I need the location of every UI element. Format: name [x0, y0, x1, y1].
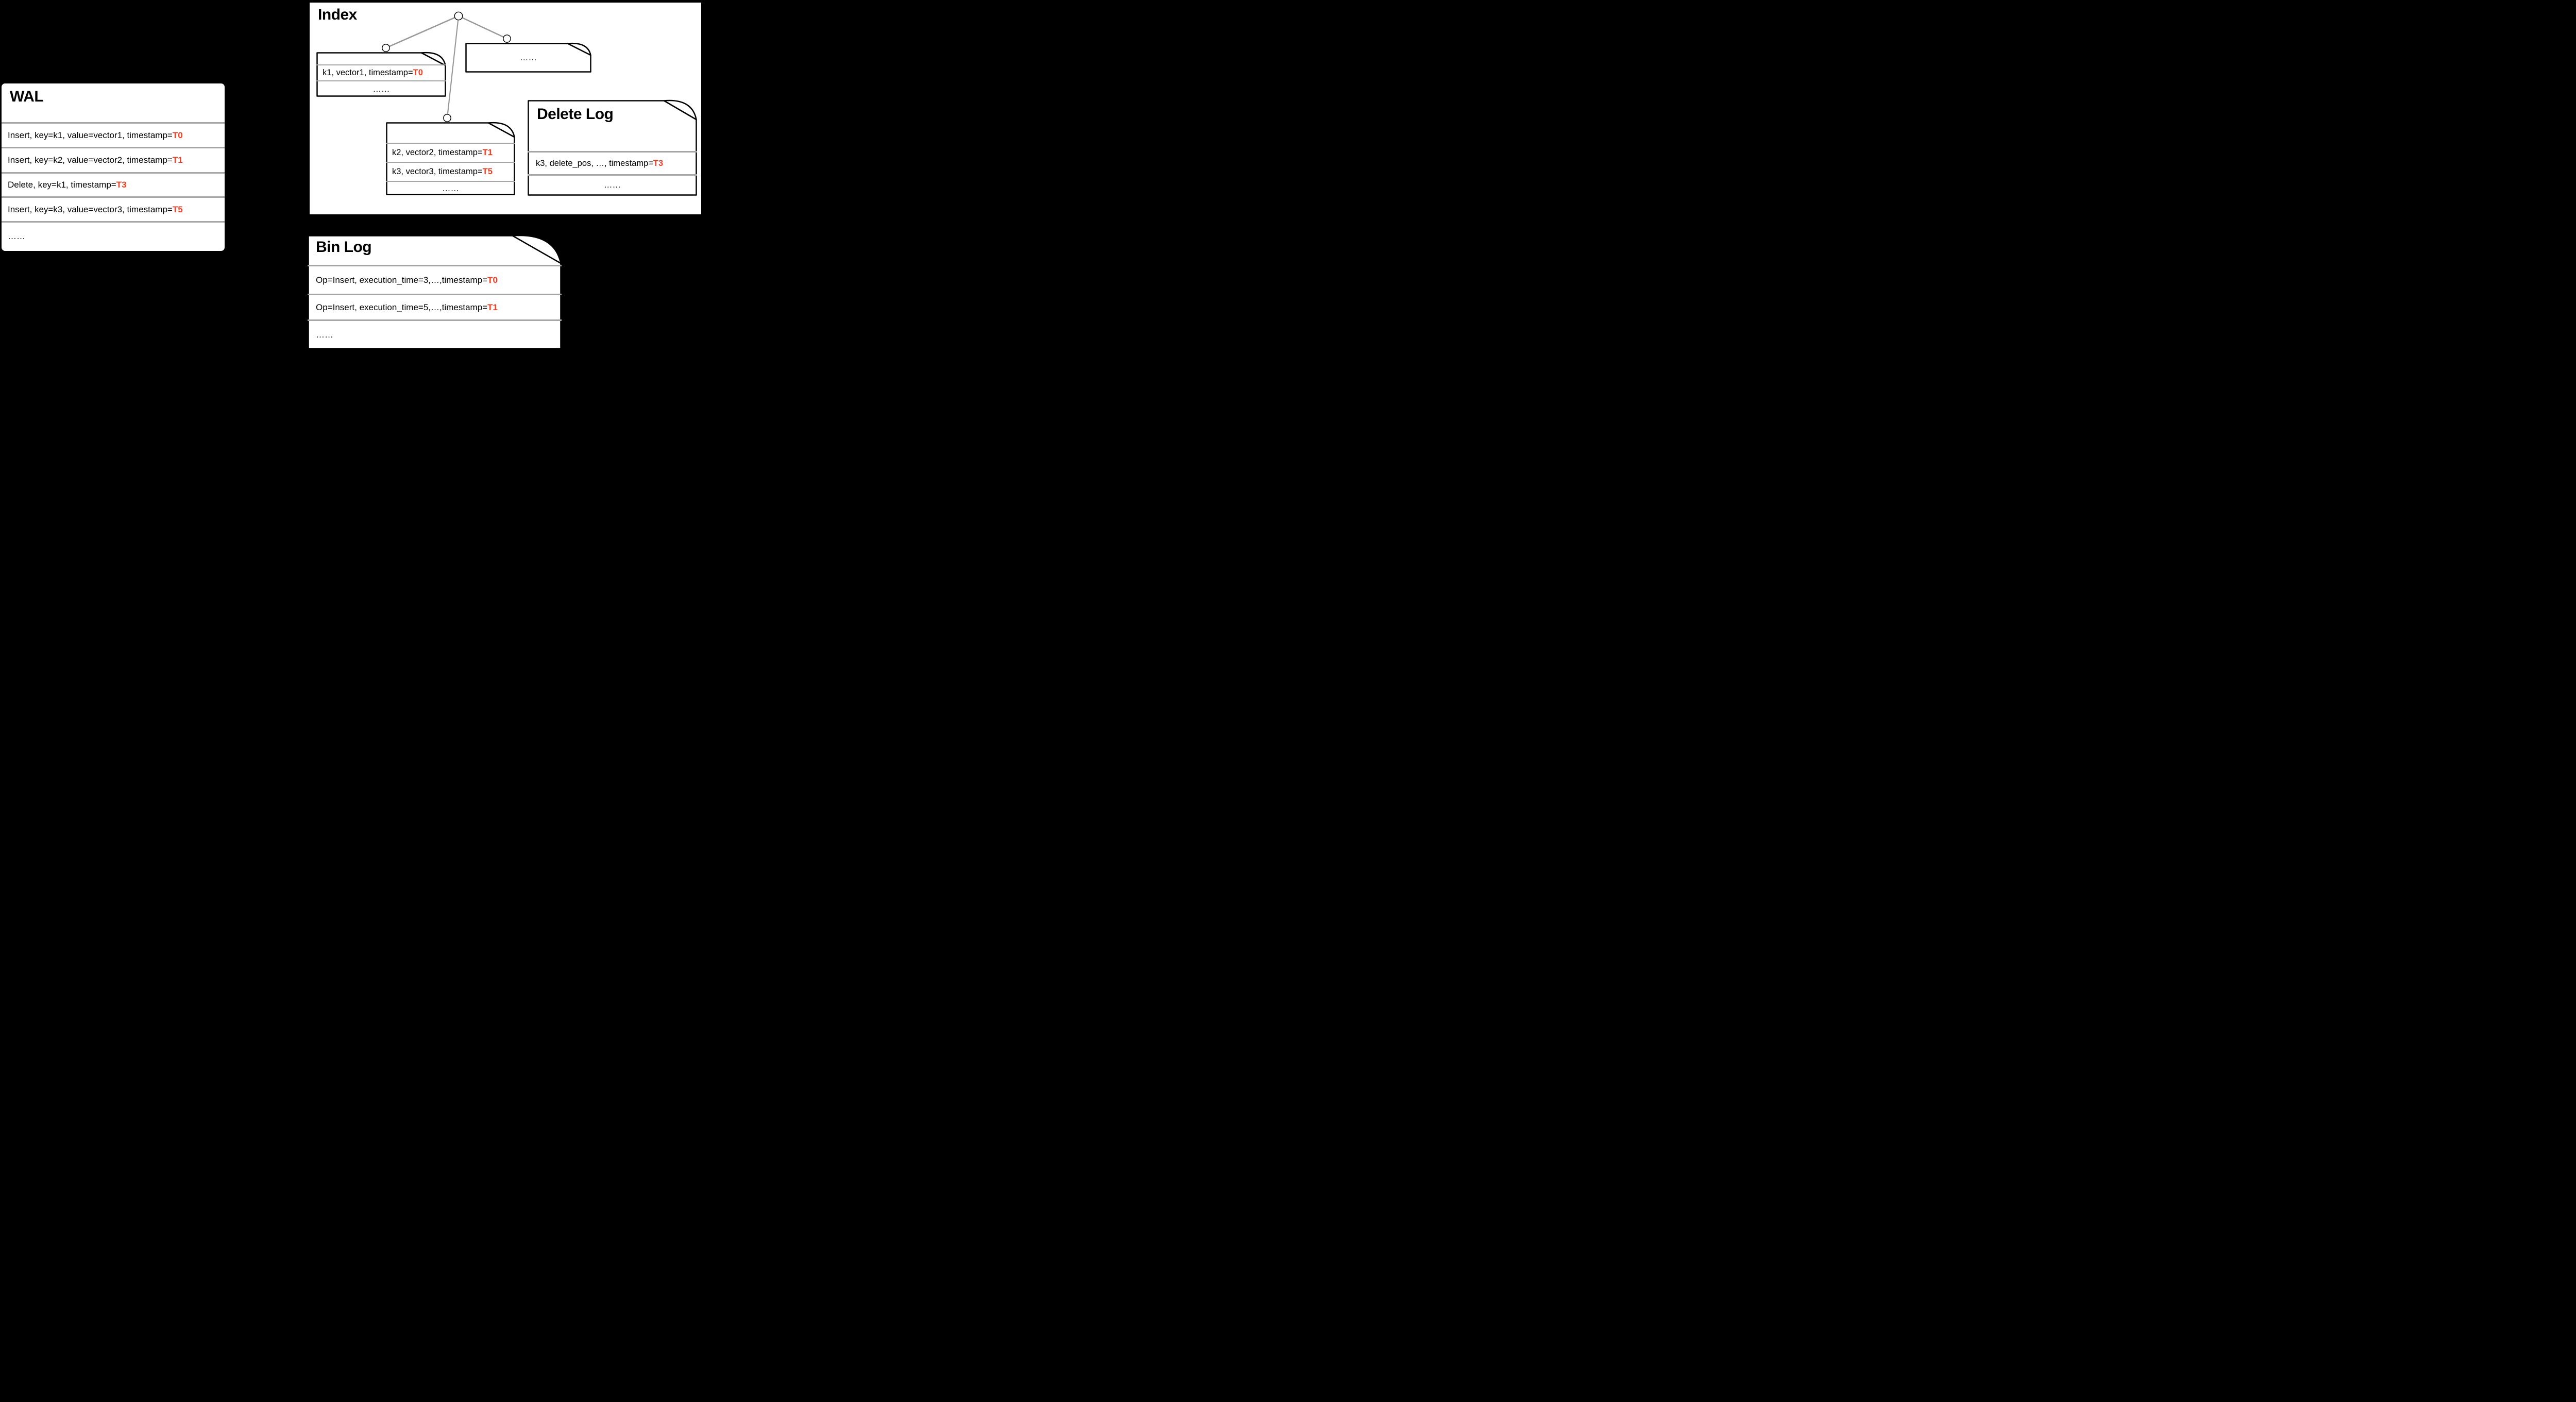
index-page-row: k3, vector3, timestamp=T5 [386, 162, 515, 181]
page-body-shape [386, 122, 515, 195]
bin-log-row-ellipsis: …… [308, 319, 562, 348]
index-row-text: k1, vector1, timestamp= [323, 68, 413, 77]
wal-title: WAL [10, 88, 44, 105]
timestamp-value: T5 [172, 204, 183, 214]
index-page-row: k2, vector2, timestamp=T1 [386, 143, 515, 162]
timestamp-value: T1 [172, 155, 183, 165]
wal-row: Insert, key=k2, value=vector2, timestamp… [2, 147, 225, 172]
page-body-shape [465, 43, 591, 73]
bin-log-row-text: Op=Insert, execution_time=3,…,timestamp= [316, 275, 488, 285]
page-outline [465, 42, 591, 73]
index-page-k2k3: k2, vector2, timestamp=T1 k3, vector3, t… [386, 122, 515, 195]
index-row-text: …… [520, 53, 537, 62]
timestamp-value: T0 [172, 130, 183, 140]
index-page-row-ellipsis: …… [316, 80, 446, 97]
delete-log-row-text: k3, delete_pos, …, timestamp= [536, 158, 653, 168]
bin-log-row: Op=Insert, execution_time=5,…,timestamp=… [308, 294, 562, 319]
timestamp-value: T1 [482, 148, 493, 157]
index-row-text: …… [442, 183, 459, 193]
page-outline [386, 122, 515, 195]
bin-log-row-text: Op=Insert, execution_time=5,…,timestamp= [316, 302, 488, 312]
page-outline [528, 99, 697, 196]
index-page-more: …… [465, 42, 591, 73]
wal-row-ellipsis: …… [2, 221, 225, 250]
page-body-shape [528, 100, 697, 196]
timestamp-value: T3 [116, 180, 127, 190]
wal-row: Insert, key=k1, value=vector1, timestamp… [2, 122, 225, 147]
wal-row-text: Delete, key=k1, timestamp= [8, 180, 116, 190]
bin-log-row-text: …… [316, 329, 333, 340]
wal-row-text: …… [8, 231, 25, 241]
index-row-text: …… [372, 84, 390, 94]
timestamp-value: T0 [487, 275, 498, 285]
index-page-k1: k1, vector1, timestamp=T0 …… [316, 52, 446, 97]
folded-corner [487, 122, 515, 138]
wal-row-text: Insert, key=k2, value=vector2, timestamp… [8, 155, 173, 165]
wal-row-text: Insert, key=k3, value=vector3, timestamp… [8, 204, 173, 214]
index-row-text: k3, vector3, timestamp= [392, 167, 483, 176]
diagram-canvas: WAL Insert, key=k1, value=vector1, times… [0, 0, 704, 350]
wal-row: Delete, key=k1, timestamp=T3 [2, 172, 225, 196]
index-page-row: k1, vector1, timestamp=T0 [316, 64, 446, 80]
delete-log-box: Delete Log k3, delete_pos, …, timestamp=… [528, 99, 697, 196]
timestamp-value: T1 [487, 302, 498, 312]
folded-corner [663, 99, 697, 121]
bin-log-box: Bin Log Op=Insert, execution_time=3,…,ti… [308, 234, 562, 349]
bin-log-row: Op=Insert, execution_time=3,…,timestamp=… [308, 265, 562, 294]
wal-box: WAL Insert, key=k1, value=vector1, times… [2, 83, 225, 251]
index-title: Index [318, 6, 357, 23]
delete-log-row-text: …… [604, 180, 621, 190]
timestamp-value: T0 [413, 68, 423, 77]
folded-corner [567, 42, 591, 56]
delete-log-row: k3, delete_pos, …, timestamp=T3 [528, 151, 697, 174]
timestamp-value: T3 [653, 158, 664, 168]
timestamp-value: T5 [482, 167, 493, 176]
delete-log-row-ellipsis: …… [528, 174, 697, 195]
wal-row: Insert, key=k3, value=vector3, timestamp… [2, 196, 225, 221]
index-page-row-ellipsis: …… [465, 43, 591, 73]
index-row-text: k2, vector2, timestamp= [392, 148, 483, 157]
folded-corner [512, 234, 562, 264]
wal-row-text: Insert, key=k1, value=vector1, timestamp… [8, 130, 173, 140]
index-page-row-ellipsis: …… [386, 181, 515, 195]
bin-log-title: Bin Log [316, 239, 372, 256]
delete-log-title: Delete Log [537, 106, 614, 123]
